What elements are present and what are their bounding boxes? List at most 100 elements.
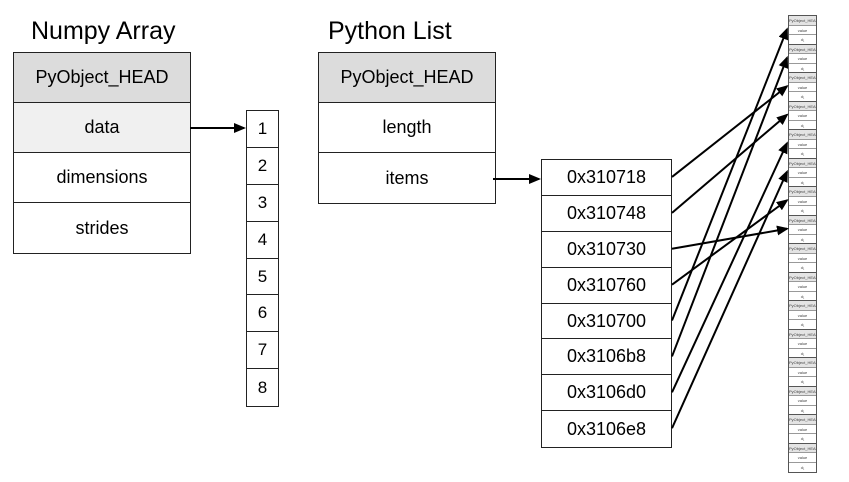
python-int-object-row: d₁ <box>800 293 805 299</box>
python-int-object-row: value <box>789 197 816 206</box>
python-int-object-row: PyObject_HEAD <box>789 443 816 453</box>
python-int-object-row: d₁ <box>800 265 805 270</box>
python-int-object-row: d₁ <box>800 407 805 413</box>
python-int-object-row: d₁ <box>800 179 805 185</box>
python-int-object-row: d₁ <box>800 208 805 213</box>
python-int-object-row: PyObject_HEAD <box>789 358 816 368</box>
python-int-object-row: value <box>789 311 816 320</box>
pointer-address: 0x3106e8 <box>566 418 647 439</box>
numpy-buffer-value: 4 <box>247 222 278 259</box>
python-int-object-row: d₁ <box>800 236 805 242</box>
python-int-object-row: PyObject_HEAD <box>789 158 816 168</box>
python-int-object-row: value <box>789 282 816 292</box>
python-int-object-row: d₁ <box>800 350 805 356</box>
python-int-object-row: d₁ <box>800 379 805 384</box>
object-pointer-arrow <box>671 55 789 357</box>
python-int-object-row: PyObject_HEAD <box>789 415 816 425</box>
python-int-object-row: value <box>789 225 816 235</box>
python-int-object-row: value <box>789 140 816 149</box>
python-list-title: Python List <box>328 17 452 45</box>
python-int-object-row: value <box>789 111 816 121</box>
numpy-buffer-value: 1 <box>247 111 278 148</box>
pointer-address: 0x310700 <box>542 304 671 340</box>
numpy-buffer-value: 7 <box>247 332 278 370</box>
pointer-address: 0x310760 <box>542 268 671 304</box>
python-int-object-row: value <box>789 396 816 406</box>
pointer-address: 0x3106b8 <box>542 339 671 376</box>
numpy-array-title: Numpy Array <box>31 17 176 45</box>
python-int-object-row: PyObject_HEAD <box>789 301 816 311</box>
python-int-object-row: d₁ <box>800 65 805 71</box>
numpy-buffer-value: 3 <box>247 185 278 222</box>
numpy-buffer-value: 5 <box>247 259 278 296</box>
python-int-object-row: d₁ <box>800 464 805 470</box>
python-int-object-row: PyObject_HEAD <box>789 329 816 339</box>
python-int-object-row: value <box>789 26 816 35</box>
pylist-field-pyobject-head: PyObject_HEAD <box>319 53 495 103</box>
object-pointer-arrow <box>671 85 789 178</box>
numpy-field-dimensions: dimensions <box>14 153 190 203</box>
numpy-field-strides: strides <box>75 217 129 238</box>
numpy-buffer-value: 6 <box>247 295 278 333</box>
python-int-object-row: PyObject_HEAD <box>789 272 816 282</box>
python-int-object-row: value <box>789 254 816 263</box>
pylist-field-length: length <box>319 103 495 153</box>
numpy-buffer-value: 8 <box>257 377 268 397</box>
python-int-object-row: d₁ <box>800 122 805 128</box>
python-int-object-row: d₁ <box>800 151 805 156</box>
python-int-object-row: PyObject_HEAD <box>789 187 816 197</box>
python-int-object-row: PyObject_HEAD <box>789 44 816 54</box>
python-int-object-row: value <box>789 168 816 178</box>
python-int-object-row: d₁ <box>800 37 805 42</box>
pointer-address: 0x310730 <box>542 232 671 268</box>
python-int-object-row: PyObject_HEAD <box>789 16 816 26</box>
python-int-object-row: value <box>789 368 816 377</box>
numpy-field-pyobject-head: PyObject_HEAD <box>14 53 190 103</box>
pointer-address: 0x310748 <box>542 196 671 232</box>
python-int-object-row: PyObject_HEAD <box>789 130 816 140</box>
python-int-object-row: d₁ <box>800 322 805 327</box>
python-int-object-row: d₁ <box>800 436 805 441</box>
python-int-object-row: value <box>789 425 816 434</box>
object-pointer-arrow <box>671 225 789 250</box>
pointer-address: 0x310718 <box>542 160 671 196</box>
pointer-address: 0x3106d0 <box>542 375 671 412</box>
python-int-object-row: value <box>789 453 816 463</box>
object-pointer-arrow <box>671 199 789 286</box>
object-pointer-arrow <box>671 27 788 321</box>
pylist-field-items: items <box>385 167 429 188</box>
python-int-object-row: PyObject_HEAD <box>789 386 816 396</box>
python-int-object-row: value <box>789 339 816 349</box>
python-int-object-row: PyObject_HEAD <box>789 73 816 83</box>
object-pointer-arrow <box>671 113 789 214</box>
python-int-object-row: PyObject_HEAD <box>789 215 816 225</box>
python-int-object-row: value <box>789 83 816 92</box>
numpy-buffer-value: 2 <box>247 148 278 185</box>
numpy-field-data: data <box>14 103 190 153</box>
python-int-object-row: PyObject_HEAD <box>789 244 816 254</box>
object-pointer-arrow <box>671 141 788 393</box>
python-int-object-row: PyObject_HEAD <box>789 101 816 111</box>
python-int-object-row: d₁ <box>800 94 805 99</box>
python-int-object-row: value <box>789 54 816 64</box>
